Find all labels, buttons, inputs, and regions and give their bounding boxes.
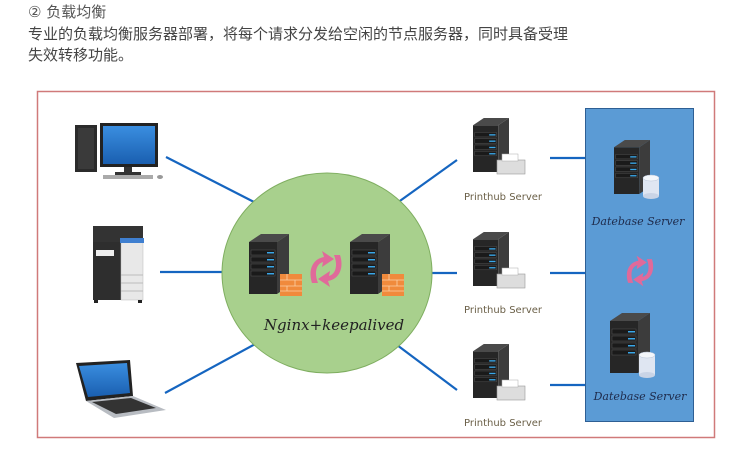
section-description: 专业的负载均衡服务器部署，将每个请求分发给空闲的节点服务器，同时具备受理 失效转…: [28, 24, 628, 66]
copier-printer-icon: [93, 226, 144, 303]
load-balancer-label: Nginx+keepalived: [263, 316, 404, 334]
desktop-computer-icon: [75, 123, 163, 179]
database-server-2: Datebase Server: [593, 313, 688, 403]
database-server-1: Datebase Server: [591, 140, 686, 228]
database-server-label: Datebase Server: [593, 390, 688, 403]
connector-lb-printhub-1: [396, 159, 458, 204]
connector-desktop-lb: [165, 156, 257, 204]
printhub-server-label: Printhub Server: [464, 192, 543, 203]
description-line-1: 专业的负载均衡服务器部署，将每个请求分发给空闲的节点服务器，同时具备受理: [28, 25, 569, 43]
printhub-server-label: Printhub Server: [464, 418, 543, 429]
database-server-label: Datebase Server: [591, 215, 686, 228]
firewall-icon-1: [280, 274, 302, 296]
printer-icon: [496, 385, 526, 401]
laptop-icon: [76, 360, 166, 418]
description-line-2: 失效转移功能。: [28, 46, 134, 64]
connector-laptop-lb: [164, 342, 258, 394]
diagram-frame: [36, 90, 716, 439]
connectors: [160, 156, 585, 394]
printer-icon: [496, 273, 526, 289]
printhub-server-3: Printhub Server: [464, 344, 543, 429]
printhub-server-label: Printhub Server: [464, 305, 543, 316]
printer-icon: [496, 159, 526, 175]
database-icon: [638, 351, 656, 378]
printhub-server-2: Printhub Server: [464, 232, 543, 316]
printhub-server-1: Printhub Server: [464, 118, 543, 203]
connector-lb-printhub-3: [396, 344, 458, 391]
section-heading: ② 负载均衡: [28, 3, 107, 21]
database-icon: [642, 174, 660, 199]
firewall-icon-2: [382, 274, 404, 296]
